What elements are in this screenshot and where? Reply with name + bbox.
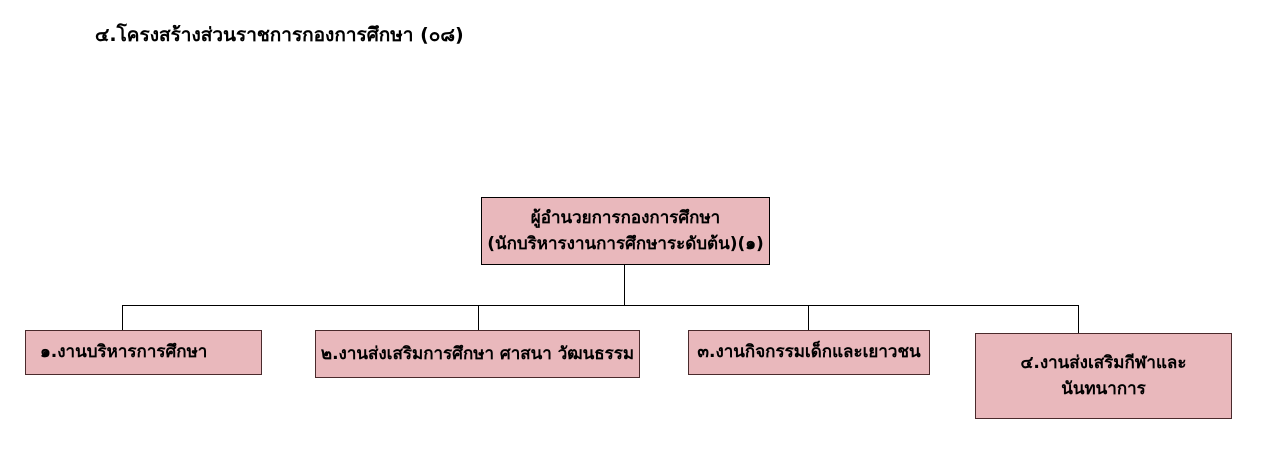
org-box-sports-recreation: ๔.งานส่งเสริมกีฬาและ นันทนาการ [975,333,1232,419]
connector-drop-line-4 [1078,305,1079,333]
org-box-sports-recreation-line1: ๔.งานส่งเสริมกีฬาและ [1020,352,1187,373]
org-box-director-line2: (นักบริหารงานการศึกษาระดับต้น)(๑) [487,234,764,254]
connector-drop-line-2 [478,305,479,330]
org-box-education-administration: ๑.งานบริหารการศึกษา [25,330,262,375]
connector-root-drop-line [624,265,625,305]
org-box-education-administration-label: ๑.งานบริหารการศึกษา [40,342,208,363]
org-box-director-line1: ผู้อำนวยการกองการศึกษา [530,207,721,228]
org-box-education-religion-culture: ๒.งานส่งเสริมการศึกษา ศาสนา วัฒนธรรม [315,330,640,378]
org-box-children-youth-activities-label: ๓.งานกิจกรรมเด็กและเยาวชน [697,342,921,363]
org-box-director: ผู้อำนวยการกองการศึกษา (นักบริหารงานการศ… [481,197,770,265]
connector-drop-line-1 [122,305,123,330]
org-box-sports-recreation-line2: นันทนาการ [1061,379,1146,399]
page-title: ๔.โครงสร้างส่วนราชการกองการศึกษา (๐๘) [95,24,464,46]
connector-horizontal-line [122,305,1079,306]
org-box-education-religion-culture-label: ๒.งานส่งเสริมการศึกษา ศาสนา วัฒนธรรม [320,343,635,364]
connector-drop-line-3 [808,305,809,330]
org-box-children-youth-activities: ๓.งานกิจกรรมเด็กและเยาวชน [688,330,930,375]
